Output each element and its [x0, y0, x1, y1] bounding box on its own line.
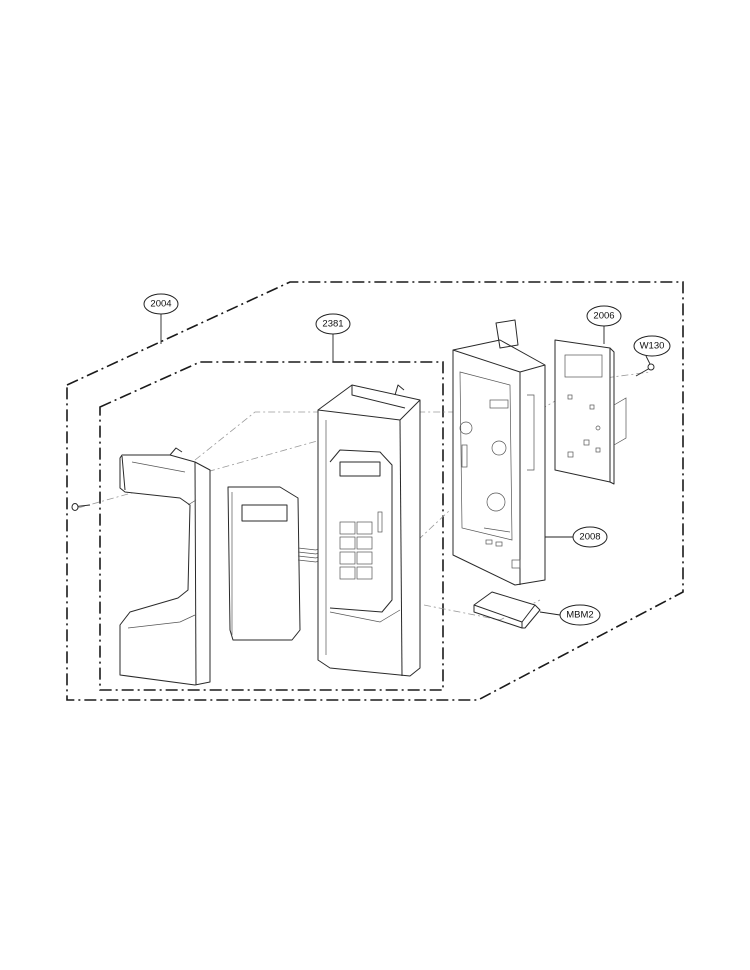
part-membrane-sheet — [227, 486, 301, 641]
callout-2006-label: 2006 — [593, 311, 614, 322]
part-pcb-board — [554, 339, 627, 485]
callout-2008-label: 2008 — [579, 532, 600, 543]
part-door-frame — [119, 447, 211, 686]
part-control-housing — [317, 384, 421, 677]
callout-2381: 2381 — [315, 313, 351, 335]
callout-mbm2: MBM2 — [559, 604, 601, 626]
callout-2381-label: 2381 — [322, 319, 343, 330]
part-mbm2 — [473, 591, 541, 629]
assembly-boundary-inner — [99, 361, 444, 691]
callout-mbm2-label: MBM2 — [566, 610, 593, 621]
callout-w130-label: W130 — [640, 341, 665, 352]
callout-w130: W130 — [633, 335, 671, 357]
screw-left — [71, 503, 91, 511]
assembly-boundary-outer — [66, 281, 684, 701]
callout-2006: 2006 — [586, 305, 622, 327]
keypad-grid — [339, 521, 373, 580]
leader-lines — [160, 314, 651, 616]
screw-w130 — [635, 363, 655, 377]
callout-2004: 2004 — [143, 293, 179, 315]
part-chassis-bracket — [452, 319, 546, 586]
callout-2008: 2008 — [572, 526, 608, 548]
callout-2004-label: 2004 — [150, 299, 171, 310]
